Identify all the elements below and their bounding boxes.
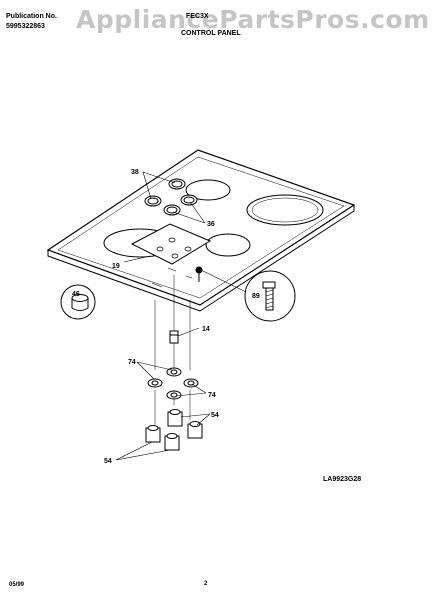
burner-right-inner <box>251 197 319 223</box>
footer-date: 05/99 <box>9 582 25 588</box>
spacer-part <box>169 330 179 344</box>
reference-code: LA9923G28 <box>323 476 362 483</box>
callout-89: 89 <box>252 293 260 300</box>
callout-14: 14 <box>202 326 210 333</box>
control-knobs <box>144 178 198 216</box>
callout-54-right: 54 <box>211 412 219 419</box>
page-number: 2 <box>204 581 208 587</box>
cooktop-panel <box>46 149 356 306</box>
burner-rear-left <box>185 179 231 201</box>
knob-rings <box>147 367 199 400</box>
callout-74-right: 74 <box>208 392 216 399</box>
screw-small-icon <box>195 266 203 282</box>
watermark-text: AppliancePartsPros.com <box>76 5 430 34</box>
callout-74-left: 74 <box>128 359 136 366</box>
screw-detail-circle <box>244 270 296 322</box>
leader-lines <box>115 171 211 461</box>
callout-36: 36 <box>207 221 215 228</box>
callout-54-left: 54 <box>104 458 112 465</box>
bezel-holes <box>156 237 192 259</box>
screw-icon <box>262 281 276 311</box>
assembly-lines <box>154 275 191 425</box>
cooktop-panel-edge <box>47 205 355 312</box>
publication-label: Publication No. <box>6 13 57 20</box>
burner-front <box>205 233 251 257</box>
plug-button-icon <box>71 294 89 311</box>
burner-right <box>246 194 324 226</box>
section-title: CONTROL PANEL <box>181 30 241 37</box>
cooktop-inner-border <box>57 156 345 299</box>
callout-46: 46 <box>72 291 80 298</box>
plug-detail-circle <box>60 284 96 320</box>
callout-38: 38 <box>131 169 139 176</box>
infinite-switches <box>145 409 203 451</box>
model-number: FEC3X <box>186 13 209 20</box>
control-bezel <box>130 223 212 265</box>
callout-19: 19 <box>112 263 120 270</box>
publication-number: 5995322863 <box>6 23 45 30</box>
screw-leader <box>200 269 247 293</box>
panel-markings <box>151 267 193 297</box>
